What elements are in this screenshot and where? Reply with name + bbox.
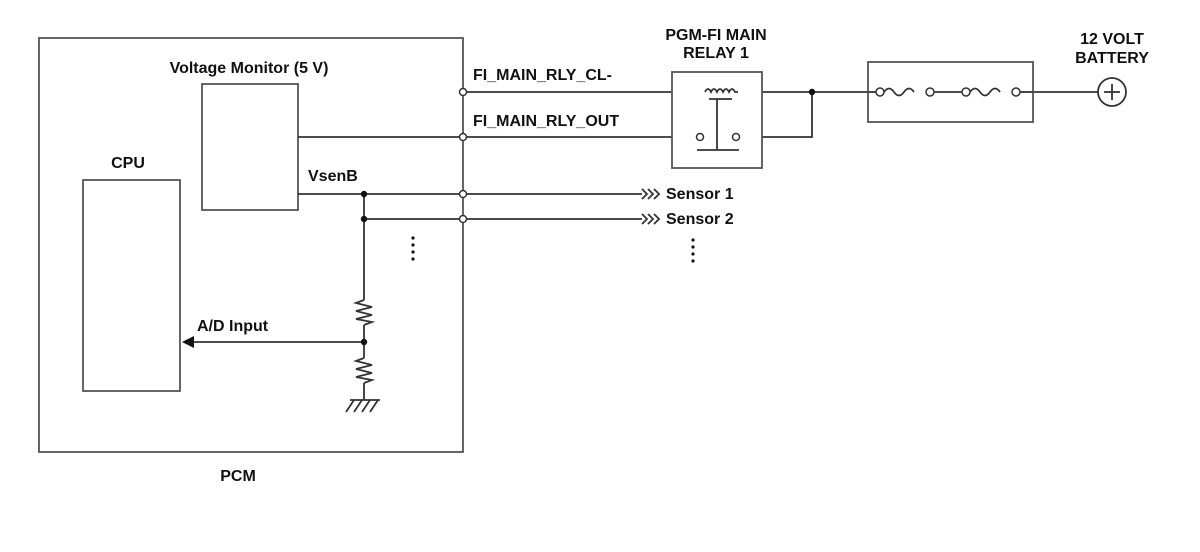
battery-label-line2: BATTERY [1075, 50, 1149, 67]
fuse-icon [868, 87, 1033, 97]
more-terminals-ellipsis-icon [411, 236, 415, 261]
battery-label-line1: 12 VOLT [1080, 31, 1144, 48]
cpu-label: CPU [111, 155, 145, 172]
terminal-sensor2 [458, 214, 468, 224]
ground-icon [345, 399, 380, 413]
junction-relay [808, 88, 816, 96]
junction-ad [360, 338, 368, 346]
ad-input-arrow [182, 336, 194, 348]
terminal-rly-out [458, 132, 468, 142]
signal-fi-main-rly-cl: FI_MAIN_RLY_CL- [473, 67, 612, 84]
pcm-label: PCM [220, 468, 256, 485]
terminal-sensor1 [458, 189, 468, 199]
junction-sensor2 [360, 215, 368, 223]
relay-label-line2: RELAY 1 [683, 45, 749, 62]
resistor-upper [352, 299, 376, 326]
more-sensors-ellipsis-icon [691, 238, 695, 263]
resistor-lower [352, 357, 376, 384]
sensor2-connector-icon [641, 213, 661, 225]
relay-coil-icon [704, 88, 738, 150]
sensor1-connector-icon [641, 188, 661, 200]
wire-relay-contact-return [740, 92, 813, 138]
relay-contact-icon [695, 132, 741, 151]
ad-input-label: A/D Input [197, 318, 269, 335]
junction-vsenb [360, 190, 368, 198]
cpu-box [82, 179, 181, 392]
relay-label-line1: PGM-FI MAIN [665, 27, 766, 44]
voltage-monitor-label: Voltage Monitor (5 V) [170, 60, 329, 77]
sensor2-label: Sensor 2 [666, 211, 734, 228]
sensor1-label: Sensor 1 [666, 186, 734, 203]
terminal-rly-cl [458, 87, 468, 97]
voltage-monitor-box [201, 83, 299, 211]
vsenb-label: VsenB [308, 168, 358, 185]
signal-fi-main-rly-out: FI_MAIN_RLY_OUT [473, 113, 619, 130]
battery-positive-icon [1097, 77, 1127, 107]
